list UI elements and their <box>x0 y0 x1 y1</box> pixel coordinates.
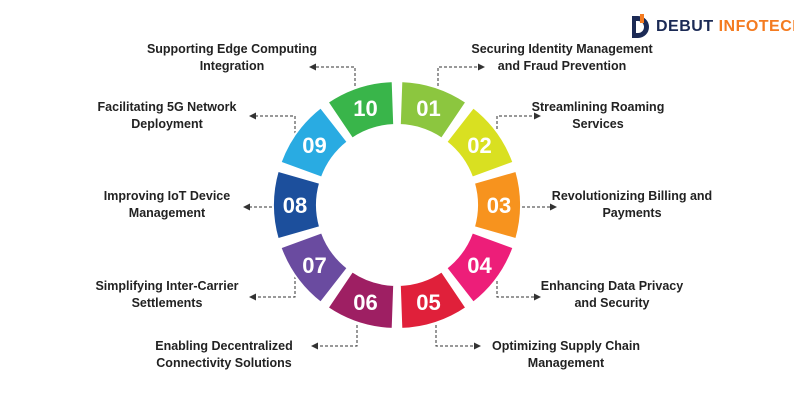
brand-name-part2: INFOTECH <box>718 18 794 35</box>
label-09-line-2: Deployment <box>131 117 203 131</box>
label-10-line-1: Supporting Edge Computing <box>146 42 318 56</box>
label-09-line-1: Facilitating 5G Network <box>97 100 237 114</box>
label-06-line-2: Connectivity Solutions <box>156 356 292 370</box>
label-04: Enhancing Data Privacy and Security <box>541 278 683 312</box>
segment-10 <box>326 80 396 141</box>
label-08-line-1: Improving IoT Device <box>103 189 231 203</box>
label-04-line-1: Enhancing Data Privacy <box>540 279 684 293</box>
connector-02 <box>496 112 541 134</box>
brand-name-part1: DEBUT <box>656 18 719 35</box>
segment-number-08: 08 <box>283 193 307 218</box>
connector-09 <box>249 112 296 134</box>
label-05-line-1: Optimizing Supply Chain <box>492 339 640 353</box>
label-05-line-2: Management <box>527 356 605 370</box>
label-01-line-2: and Fraud Prevention <box>497 59 627 73</box>
label-03-line-2: Payments <box>602 206 662 220</box>
segment-number-02: 02 <box>467 133 491 158</box>
connector-01 <box>437 63 485 86</box>
segment-number-09: 09 <box>302 133 326 158</box>
label-07-line-2: Settlements <box>131 296 203 310</box>
connector-10 <box>309 63 356 86</box>
segment-number-06: 06 <box>353 290 377 315</box>
segment-number-10: 10 <box>353 96 377 121</box>
segment-number-05: 05 <box>416 290 440 315</box>
segment-number-03: 03 <box>487 193 511 218</box>
label-01: Securing Identity Management and Fraud Pr… <box>471 41 652 75</box>
connector-lines <box>243 63 557 350</box>
segment-06 <box>326 269 396 330</box>
connector-05 <box>435 325 481 350</box>
segment-01 <box>398 80 468 141</box>
segment-09 <box>279 105 350 179</box>
connector-07 <box>249 276 296 301</box>
label-06-line-1: Enabling Decentralized <box>155 339 293 353</box>
brand-logo: DEBUT INFOTECH <box>628 14 794 40</box>
label-08-line-2: Management <box>128 206 206 220</box>
label-03-line-1: Revolutionizing Billing and <box>551 189 713 203</box>
debut-infotech-logo-icon <box>632 14 649 38</box>
segment-08 <box>272 169 322 241</box>
segment-number-04: 04 <box>467 253 492 278</box>
brand-name: DEBUT INFOTECH <box>656 18 794 36</box>
segment-number-01: 01 <box>416 96 440 121</box>
label-07-line-1: Simplifying Inter-Carrier <box>95 279 239 293</box>
label-02-line-2: Services <box>572 117 624 131</box>
segment-05 <box>398 269 468 330</box>
segment-02 <box>444 105 515 179</box>
segment-number-07: 07 <box>302 253 326 278</box>
segment-04 <box>444 231 515 305</box>
segment-03 <box>472 169 522 241</box>
label-01-line-1: Securing Identity Management <box>471 42 653 56</box>
label-10-line-2: Integration <box>199 59 265 73</box>
segment-ring: 01 02 03 04 05 06 07 08 09 10 <box>272 80 522 330</box>
label-02-line-1: Streamlining Roaming <box>531 100 665 114</box>
segment-07 <box>279 231 350 305</box>
connector-04 <box>496 276 541 301</box>
connector-06 <box>311 325 358 350</box>
label-04-line-2: and Security <box>574 296 650 310</box>
